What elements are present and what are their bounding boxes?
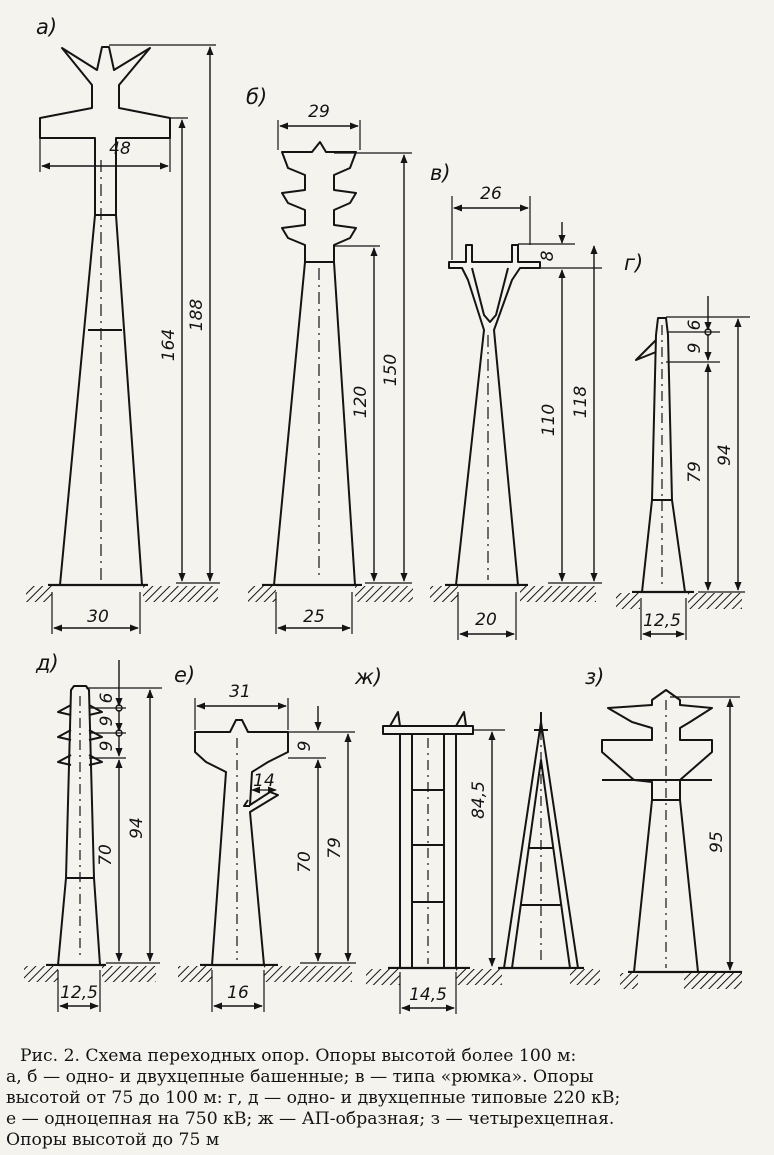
panel-label-d: д) [35,651,59,675]
panel-letters: а) б) в) г) д) е) ж) з) [35,15,643,689]
dim-a-base: 30 [87,607,109,627]
caption-line: е — одноцепная на 750 кВ; ж — АП-образна… [6,1109,615,1129]
caption-line: Рис. 2. Схема переходных опор. Опоры выс… [20,1046,577,1066]
tower-d [24,660,162,1012]
dim-v-height-total: 118 [571,386,591,419]
caption-line: высотой от 75 до 100 м: г, д — одно- и д… [6,1088,621,1108]
panel-label-g: г) [624,251,643,275]
dim-e-height-lower: 70 [295,851,315,873]
panel-label-z: з) [585,665,604,689]
dim-g-height-lower: 79 [685,461,705,483]
dim-a-top-width: 48 [109,139,131,159]
dim-g-height-total: 94 [715,444,735,466]
dim-b-height-total: 150 [381,354,401,386]
dim-g-seg-mid: 9 [685,343,705,354]
dim-g-seg-top: 6 [685,319,705,330]
dim-b-base: 25 [303,607,325,627]
dimension-labels: 48 30 164 188 29 25 120 150 26 8 20 110 … [60,102,735,1005]
tower-z [601,689,742,989]
dim-v-top-width: 26 [480,184,502,204]
caption-line: Опоры высотой до 75 м [6,1130,220,1150]
tower-g [616,296,750,640]
tower-zh [366,711,505,1014]
dim-d-seg-mid2: 9 [97,741,117,752]
dim-b-top-width: 29 [308,102,330,122]
dim-g-base: 12,5 [643,611,681,631]
dim-e-base: 16 [227,983,249,1003]
dim-d-seg-mid1: 9 [97,716,117,727]
dim-e-seg: 9 [295,741,315,752]
dim-e-height-total: 79 [325,837,345,859]
panel-label-zh: ж) [354,665,382,689]
dim-e-arm: 14 [253,771,275,791]
dim-v-base: 20 [475,610,497,630]
panel-label-a: а) [36,15,57,39]
dim-e-top-width: 31 [229,682,251,702]
tower-v [430,196,602,640]
dim-zh-base: 14,5 [409,985,447,1005]
caption-line: а, б — одно- и двухцепные башенные; в — … [6,1067,594,1087]
dim-d-base: 12,5 [60,983,98,1003]
dim-v-height-lower: 110 [539,404,559,436]
dim-z-height: 95 [707,831,727,853]
dim-b-height-lower: 120 [351,386,371,418]
dim-v-cup-depth: 8 [538,250,558,261]
panel-label-v: в) [430,161,451,185]
dim-a-height-lower: 164 [159,329,179,361]
panel-label-b: б) [246,85,267,109]
tower-zh-side [498,712,600,985]
panel-label-e: е) [174,663,195,687]
dim-d-height-lower: 70 [96,844,116,866]
tower-e [178,698,356,1012]
dim-zh-height: 84,5 [469,781,489,819]
dim-a-height-total: 188 [187,299,207,332]
tower-b [248,120,413,634]
transmission-towers-diagram: а) б) в) г) д) е) ж) з) 48 30 164 188 29… [24,15,750,1014]
dim-d-height-total: 94 [127,817,147,839]
tower-a [26,44,220,634]
dim-d-seg-top: 6 [97,692,117,703]
figure-caption: Рис. 2. Схема переходных опор. Опоры выс… [6,1046,766,1155]
